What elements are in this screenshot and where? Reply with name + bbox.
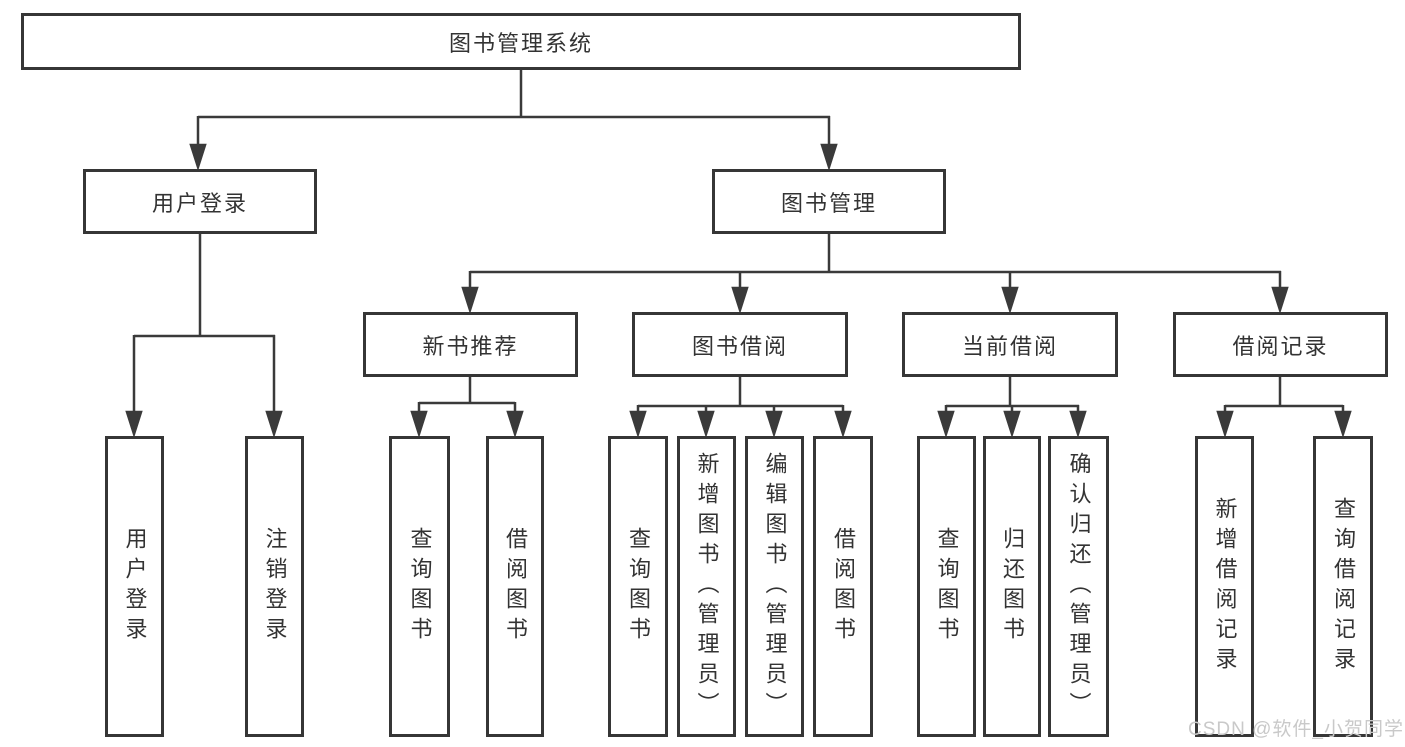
leaf-label: 查询借阅记录 bbox=[1331, 496, 1356, 677]
leaf-label: 查询图书 bbox=[407, 526, 433, 647]
node-book-management: 图书管理 bbox=[712, 169, 946, 234]
node-label: 借阅记录 bbox=[1232, 333, 1329, 359]
connector-bookborrow-to-leaves bbox=[629, 377, 852, 439]
connector-root-to-level2 bbox=[189, 70, 838, 172]
leaf-label: 借阅图书 bbox=[831, 526, 856, 647]
node-current-borrow: 当前借阅 bbox=[902, 312, 1118, 377]
node-library-management-system: 图书管理系统 bbox=[21, 13, 1021, 70]
node-label: 当前借阅 bbox=[961, 333, 1058, 359]
leaf-newbook-query-books: 查询图书 bbox=[389, 436, 450, 737]
connector-currentborrow-to-leaves bbox=[937, 377, 1087, 439]
leaf-newbook-borrow-books: 借阅图书 bbox=[486, 436, 544, 737]
node-label: 新书推荐 bbox=[422, 333, 519, 359]
leaf-records-add-borrow-record: 新增借阅记录 bbox=[1195, 436, 1254, 737]
connector-records-to-leaves bbox=[1216, 377, 1352, 439]
node-label: 用户登录 bbox=[151, 190, 248, 216]
leaf-label: 新增借阅记录 bbox=[1212, 496, 1238, 677]
leaf-records-query-borrow-record: 查询借阅记录 bbox=[1313, 436, 1373, 737]
leaf-borrow-query-books: 查询图书 bbox=[608, 436, 668, 737]
node-borrow-records: 借阅记录 bbox=[1173, 312, 1388, 377]
connector-bookmgmt-to-level3 bbox=[461, 234, 1289, 315]
leaf-label: 注销登录 bbox=[262, 526, 288, 647]
connector-userlogin-to-leaves bbox=[125, 234, 283, 439]
node-label: 图书借阅 bbox=[691, 333, 788, 359]
leaf-label: 查询图书 bbox=[934, 526, 960, 647]
leaf-current-confirm-return-admin: 确认归还（管理员） bbox=[1048, 436, 1109, 737]
csdn-watermark: CSDN @软件_小贺同学 bbox=[1188, 719, 1404, 740]
leaf-user-login: 用户登录 bbox=[105, 436, 164, 737]
node-label: 图书管理 bbox=[780, 190, 877, 216]
node-new-book-recommend: 新书推荐 bbox=[363, 312, 578, 377]
leaf-label: 查询图书 bbox=[626, 526, 651, 647]
connector-newbook-to-leaves bbox=[410, 377, 524, 439]
node-user-login: 用户登录 bbox=[83, 169, 317, 234]
leaf-label: 归还图书 bbox=[1000, 526, 1025, 647]
leaf-label: 用户登录 bbox=[122, 526, 148, 647]
leaf-label: 编辑图书（管理员） bbox=[762, 451, 788, 722]
leaf-logout: 注销登录 bbox=[245, 436, 304, 737]
leaf-borrow-borrow-books: 借阅图书 bbox=[813, 436, 873, 737]
node-label: 图书管理系统 bbox=[448, 30, 593, 56]
leaf-label: 新增图书（管理员） bbox=[694, 451, 720, 722]
leaf-label: 确认归还（管理员） bbox=[1066, 451, 1092, 722]
leaf-label: 借阅图书 bbox=[503, 526, 528, 647]
leaf-current-query-books: 查询图书 bbox=[917, 436, 976, 737]
leaf-borrow-add-book-admin: 新增图书（管理员） bbox=[677, 436, 736, 737]
leaf-current-return-books: 归还图书 bbox=[983, 436, 1041, 737]
leaf-borrow-edit-book-admin: 编辑图书（管理员） bbox=[745, 436, 804, 737]
node-book-borrow: 图书借阅 bbox=[632, 312, 848, 377]
